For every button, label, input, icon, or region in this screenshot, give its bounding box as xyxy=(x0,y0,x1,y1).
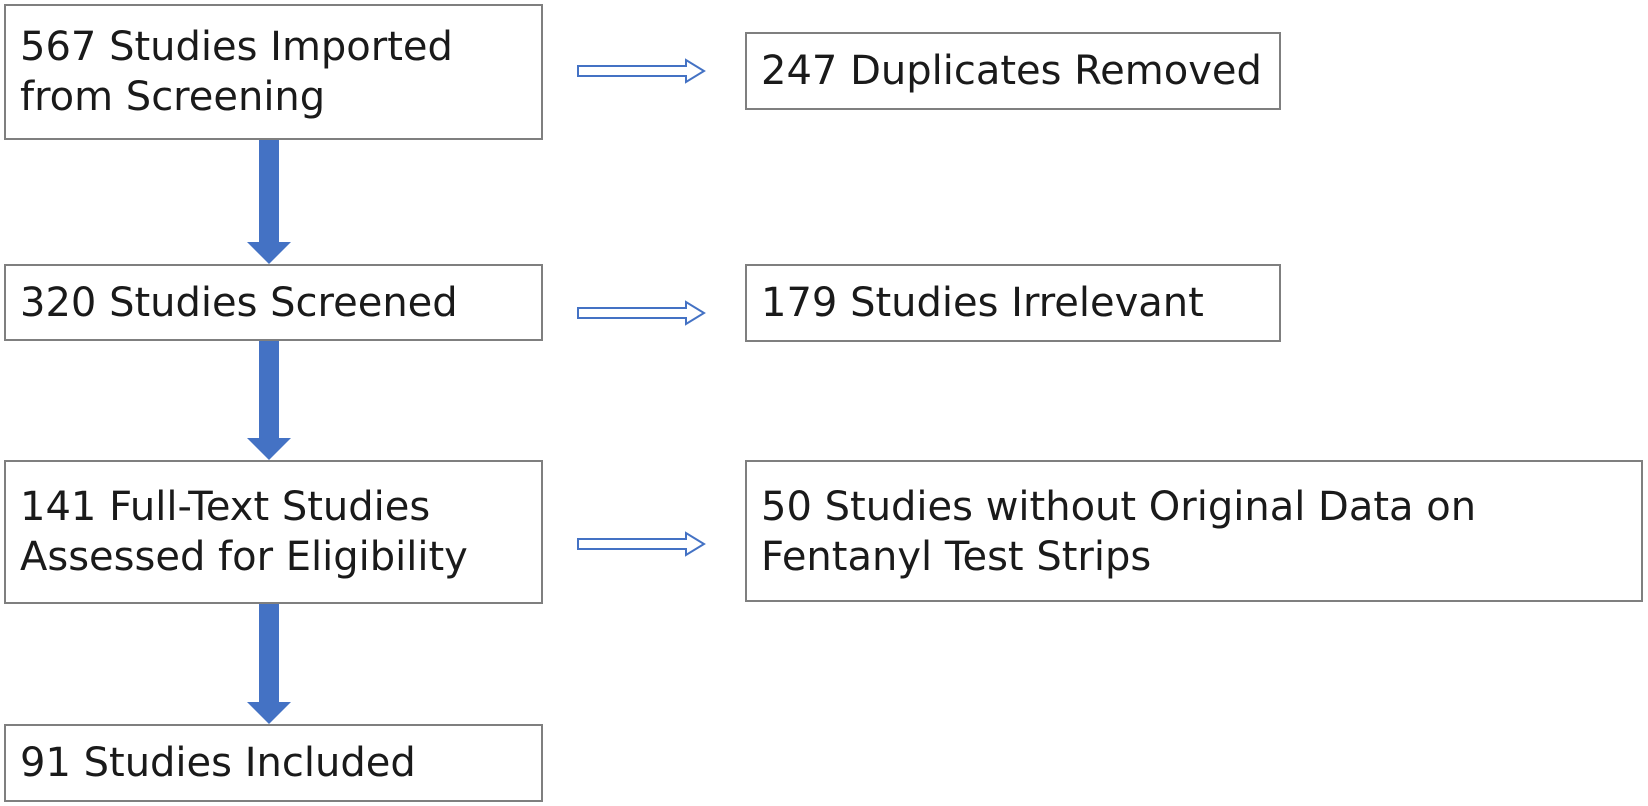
box-text-line: Fentanyl Test Strips xyxy=(761,534,1152,580)
studies-included-box: 91 Studies Included xyxy=(4,724,543,802)
box-text-line: Assessed for Eligibility xyxy=(20,534,468,580)
down-arrow-3 xyxy=(247,604,291,724)
box-text-line: 179 Studies Irrelevant xyxy=(761,280,1204,326)
box-text-line: 141 Full-Text Studies xyxy=(20,484,431,530)
right-arrow-1 xyxy=(577,58,706,84)
studies-imported-box: 567 Studies Imported from Screening xyxy=(4,4,543,140)
right-arrow-2 xyxy=(577,300,706,326)
down-arrow-2 xyxy=(247,341,291,460)
duplicates-removed-box: 247 Duplicates Removed xyxy=(745,32,1281,110)
box-text-line: 247 Duplicates Removed xyxy=(761,48,1262,94)
no-original-data-box: 50 Studies without Original Data on Fent… xyxy=(745,460,1643,602)
studies-screened-box: 320 Studies Screened xyxy=(4,264,543,341)
box-text-line: 567 Studies Imported xyxy=(20,24,453,70)
full-text-assessed-box: 141 Full-Text Studies Assessed for Eligi… xyxy=(4,460,543,604)
box-text-line: from Screening xyxy=(20,74,326,120)
box-text-line: 50 Studies without Original Data on xyxy=(761,484,1477,530)
box-text-line: 320 Studies Screened xyxy=(20,280,458,326)
studies-irrelevant-box: 179 Studies Irrelevant xyxy=(745,264,1281,342)
right-arrow-3 xyxy=(577,531,706,557)
box-text-line: 91 Studies Included xyxy=(20,740,416,786)
down-arrow-1 xyxy=(247,140,291,264)
